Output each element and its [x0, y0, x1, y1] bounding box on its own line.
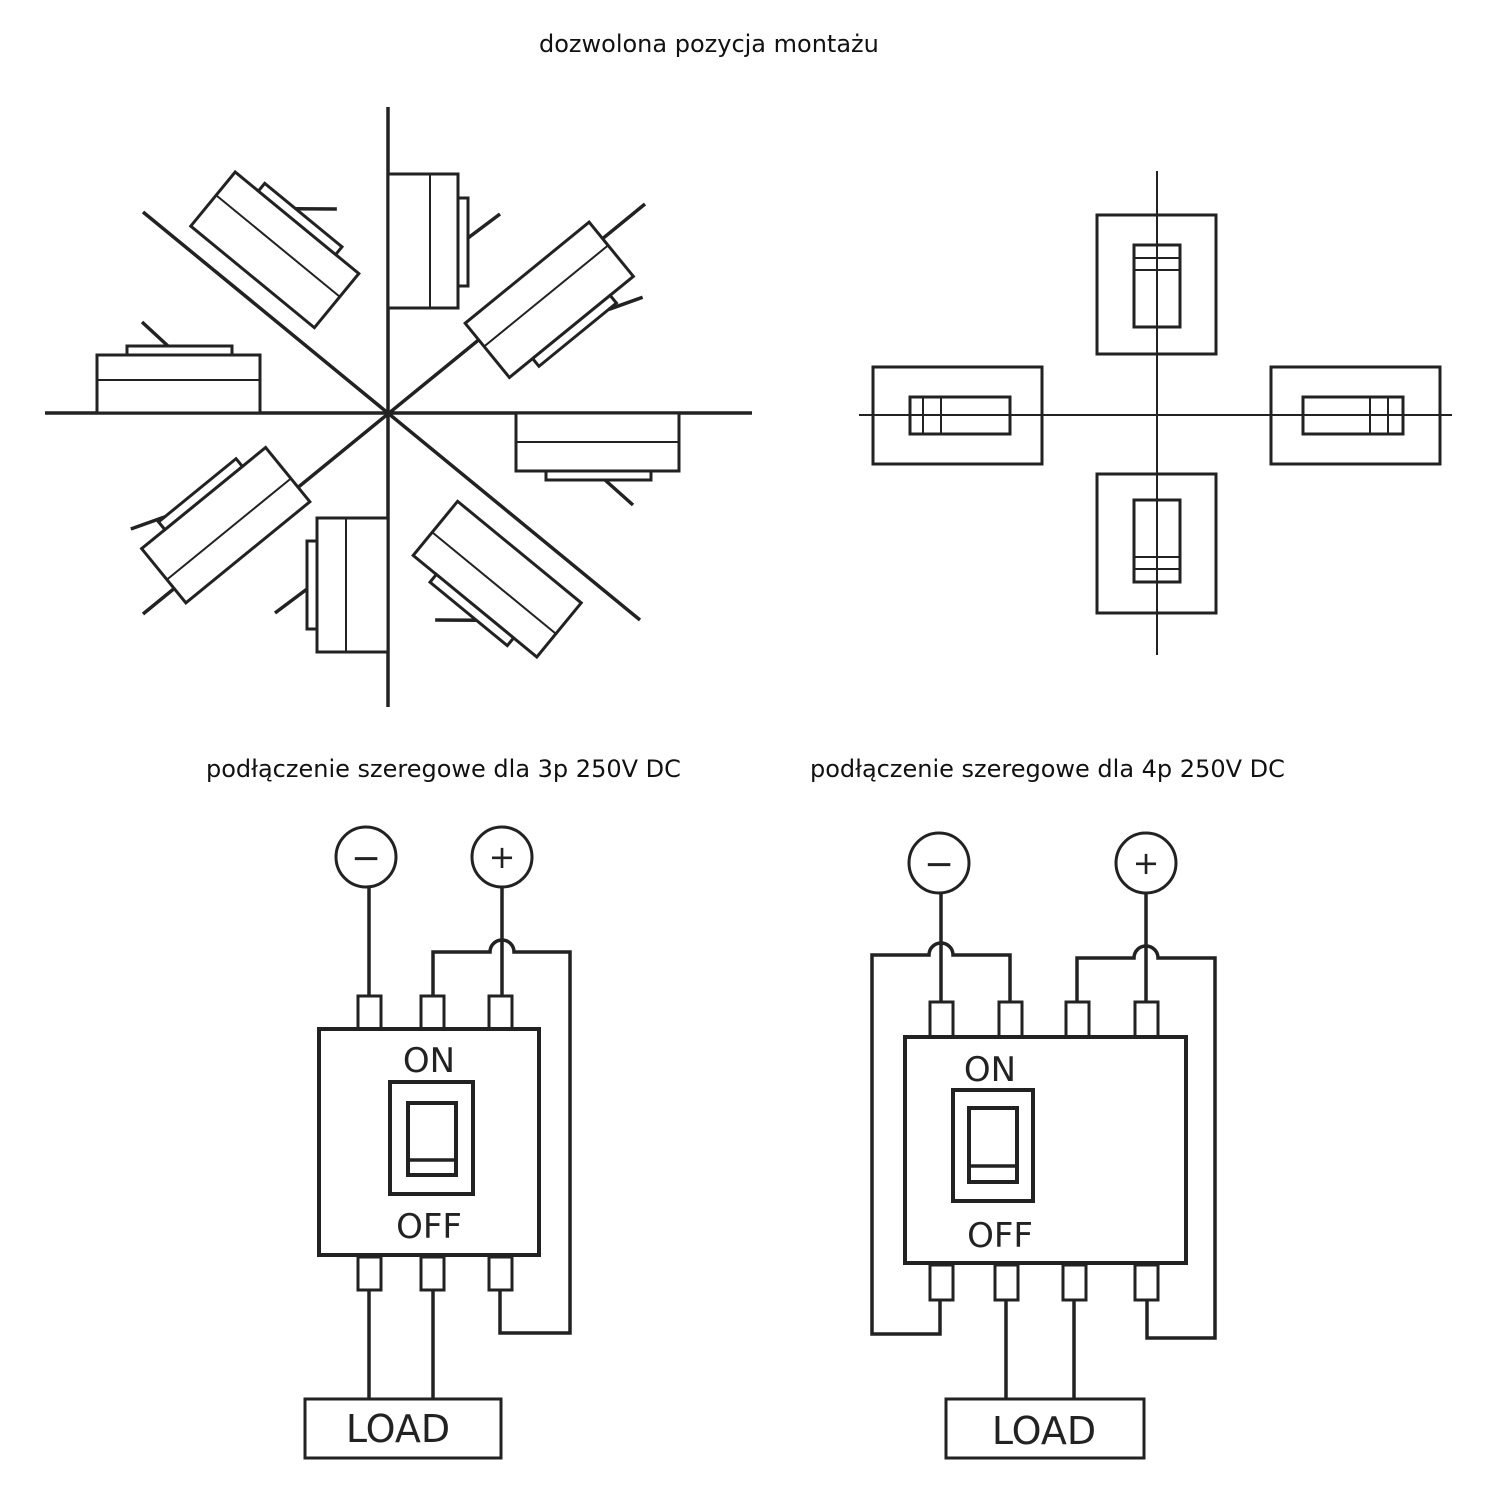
- load-box: [944, 1397, 1146, 1460]
- off-label: OFF: [967, 1216, 1033, 1256]
- toggle-lever: [406, 1101, 458, 1177]
- minus-terminal: [334, 825, 398, 889]
- cross-breaker-left: [871, 365, 1044, 466]
- mounting-position-title: dozwolona pozycja montażu: [539, 30, 879, 58]
- series-4p-diagram: − + ON OFF LOAD: [870, 831, 1217, 1460]
- toggle-lever: [967, 1106, 1019, 1184]
- minus-terminal: [907, 831, 971, 895]
- minus-symbol: −: [351, 838, 381, 879]
- series-3p-title: podłączenie szeregowe dla 3p 250V DC: [206, 755, 681, 783]
- on-label: ON: [964, 1050, 1016, 1090]
- breaker-upper-right: [463, 220, 644, 380]
- on-label: ON: [403, 1041, 455, 1081]
- series-4p-title: podłączenie szeregowe dla 4p 250V DC: [810, 755, 1285, 783]
- off-label: OFF: [396, 1207, 462, 1247]
- breaker-top: [386, 172, 502, 310]
- plus-symbol: +: [489, 838, 516, 876]
- series-3p-diagram: − + ON OFF LOAD: [303, 825, 572, 1460]
- breaker-lower-left: [130, 445, 312, 605]
- load-label: LOAD: [992, 1409, 1096, 1453]
- cross-diagram: [859, 171, 1452, 655]
- load-box: [303, 1397, 503, 1460]
- breaker-bottom: [273, 516, 390, 654]
- breaker-lower-right: [411, 499, 584, 660]
- breaker-left: [95, 320, 262, 415]
- breaker-right: [514, 411, 681, 507]
- cross-breaker-right: [1269, 365, 1442, 466]
- breaker-upper-left: [188, 169, 361, 330]
- minus-symbol: −: [924, 844, 954, 885]
- cross-breaker-top: [1095, 213, 1218, 356]
- load-label: LOAD: [346, 1407, 450, 1451]
- diagonal-axis-a: [141, 210, 642, 622]
- plus-symbol: +: [1133, 844, 1160, 882]
- cross-breaker-bottom: [1095, 472, 1218, 615]
